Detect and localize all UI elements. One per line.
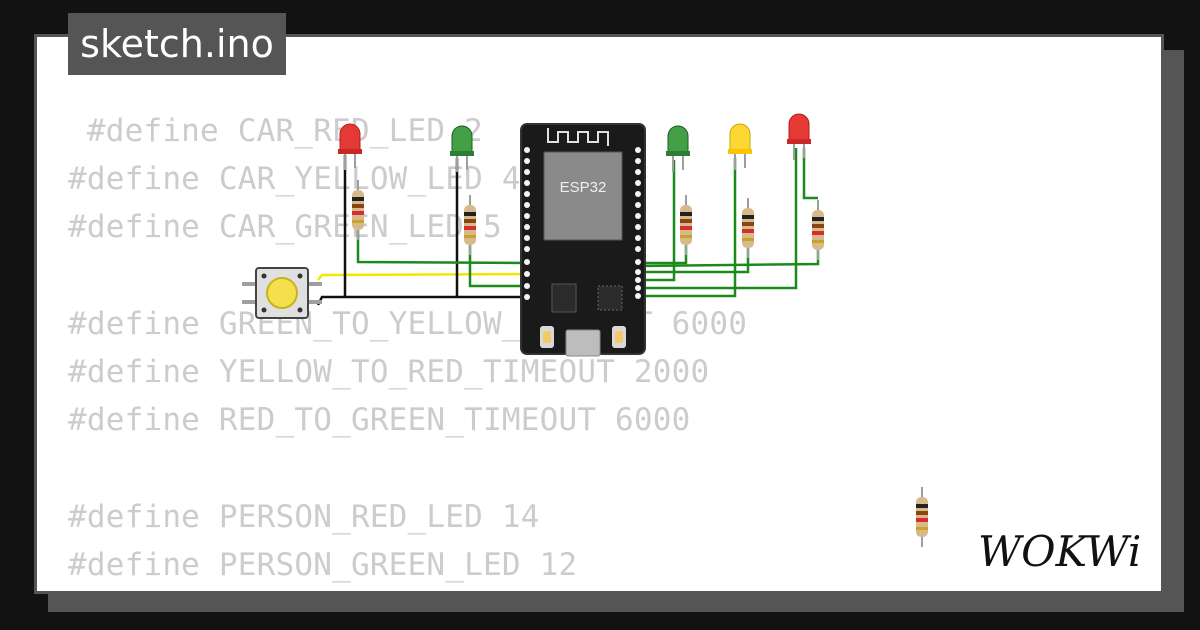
led-icon [666,125,690,172]
wire-g4 [638,158,737,298]
esp32-label: ESP32 [560,179,607,196]
wire-r5b [802,148,818,200]
wire-g5 [638,148,798,290]
wire-r4 [638,245,750,274]
wire-button-yellow [317,272,529,281]
resistor-icon [915,486,929,548]
code-line: #define RED_TO_GREEN_TIMEOUT 6000 [68,402,691,439]
led-icon [338,123,362,170]
wire-g3 [638,160,676,282]
file-tab[interactable]: sketch.ino [68,13,286,75]
led-icon [787,113,811,160]
code-line: #define PERSON_GREEN_LED 12 [68,546,578,583]
resistor-icon [811,199,825,261]
resistor-icon [679,194,693,256]
resistor-icon [741,197,755,259]
code-line: #define CAR_GREEN_LED 5 [68,209,502,246]
resistor-icon [351,179,365,241]
code-line: #define CAR_RED_LED 2 [68,113,483,149]
wire-r1 [356,230,529,265]
wire-r2 [468,245,528,288]
esp32-board: ESP32 [520,123,646,357]
code-editor: #define CAR_RED_LED 2 #define CAR_YELLOW… [68,107,747,589]
resistor-icon [463,194,477,256]
wokwi-logo-text: WOKWi [978,528,1141,574]
pushbutton [242,267,322,319]
wokwi-logo[interactable]: WOKWi [978,528,1150,574]
code-line: #define PERSON_RED_LED 14 [68,498,540,535]
code-line: #define YELLOW_TO_RED_TIMEOUT 2000 [68,354,710,391]
code-line: #define CAR_YELLOW_LED 4 [68,161,521,198]
wire-button-black [316,295,528,306]
led-icon [728,123,752,170]
led-icon [450,125,474,172]
